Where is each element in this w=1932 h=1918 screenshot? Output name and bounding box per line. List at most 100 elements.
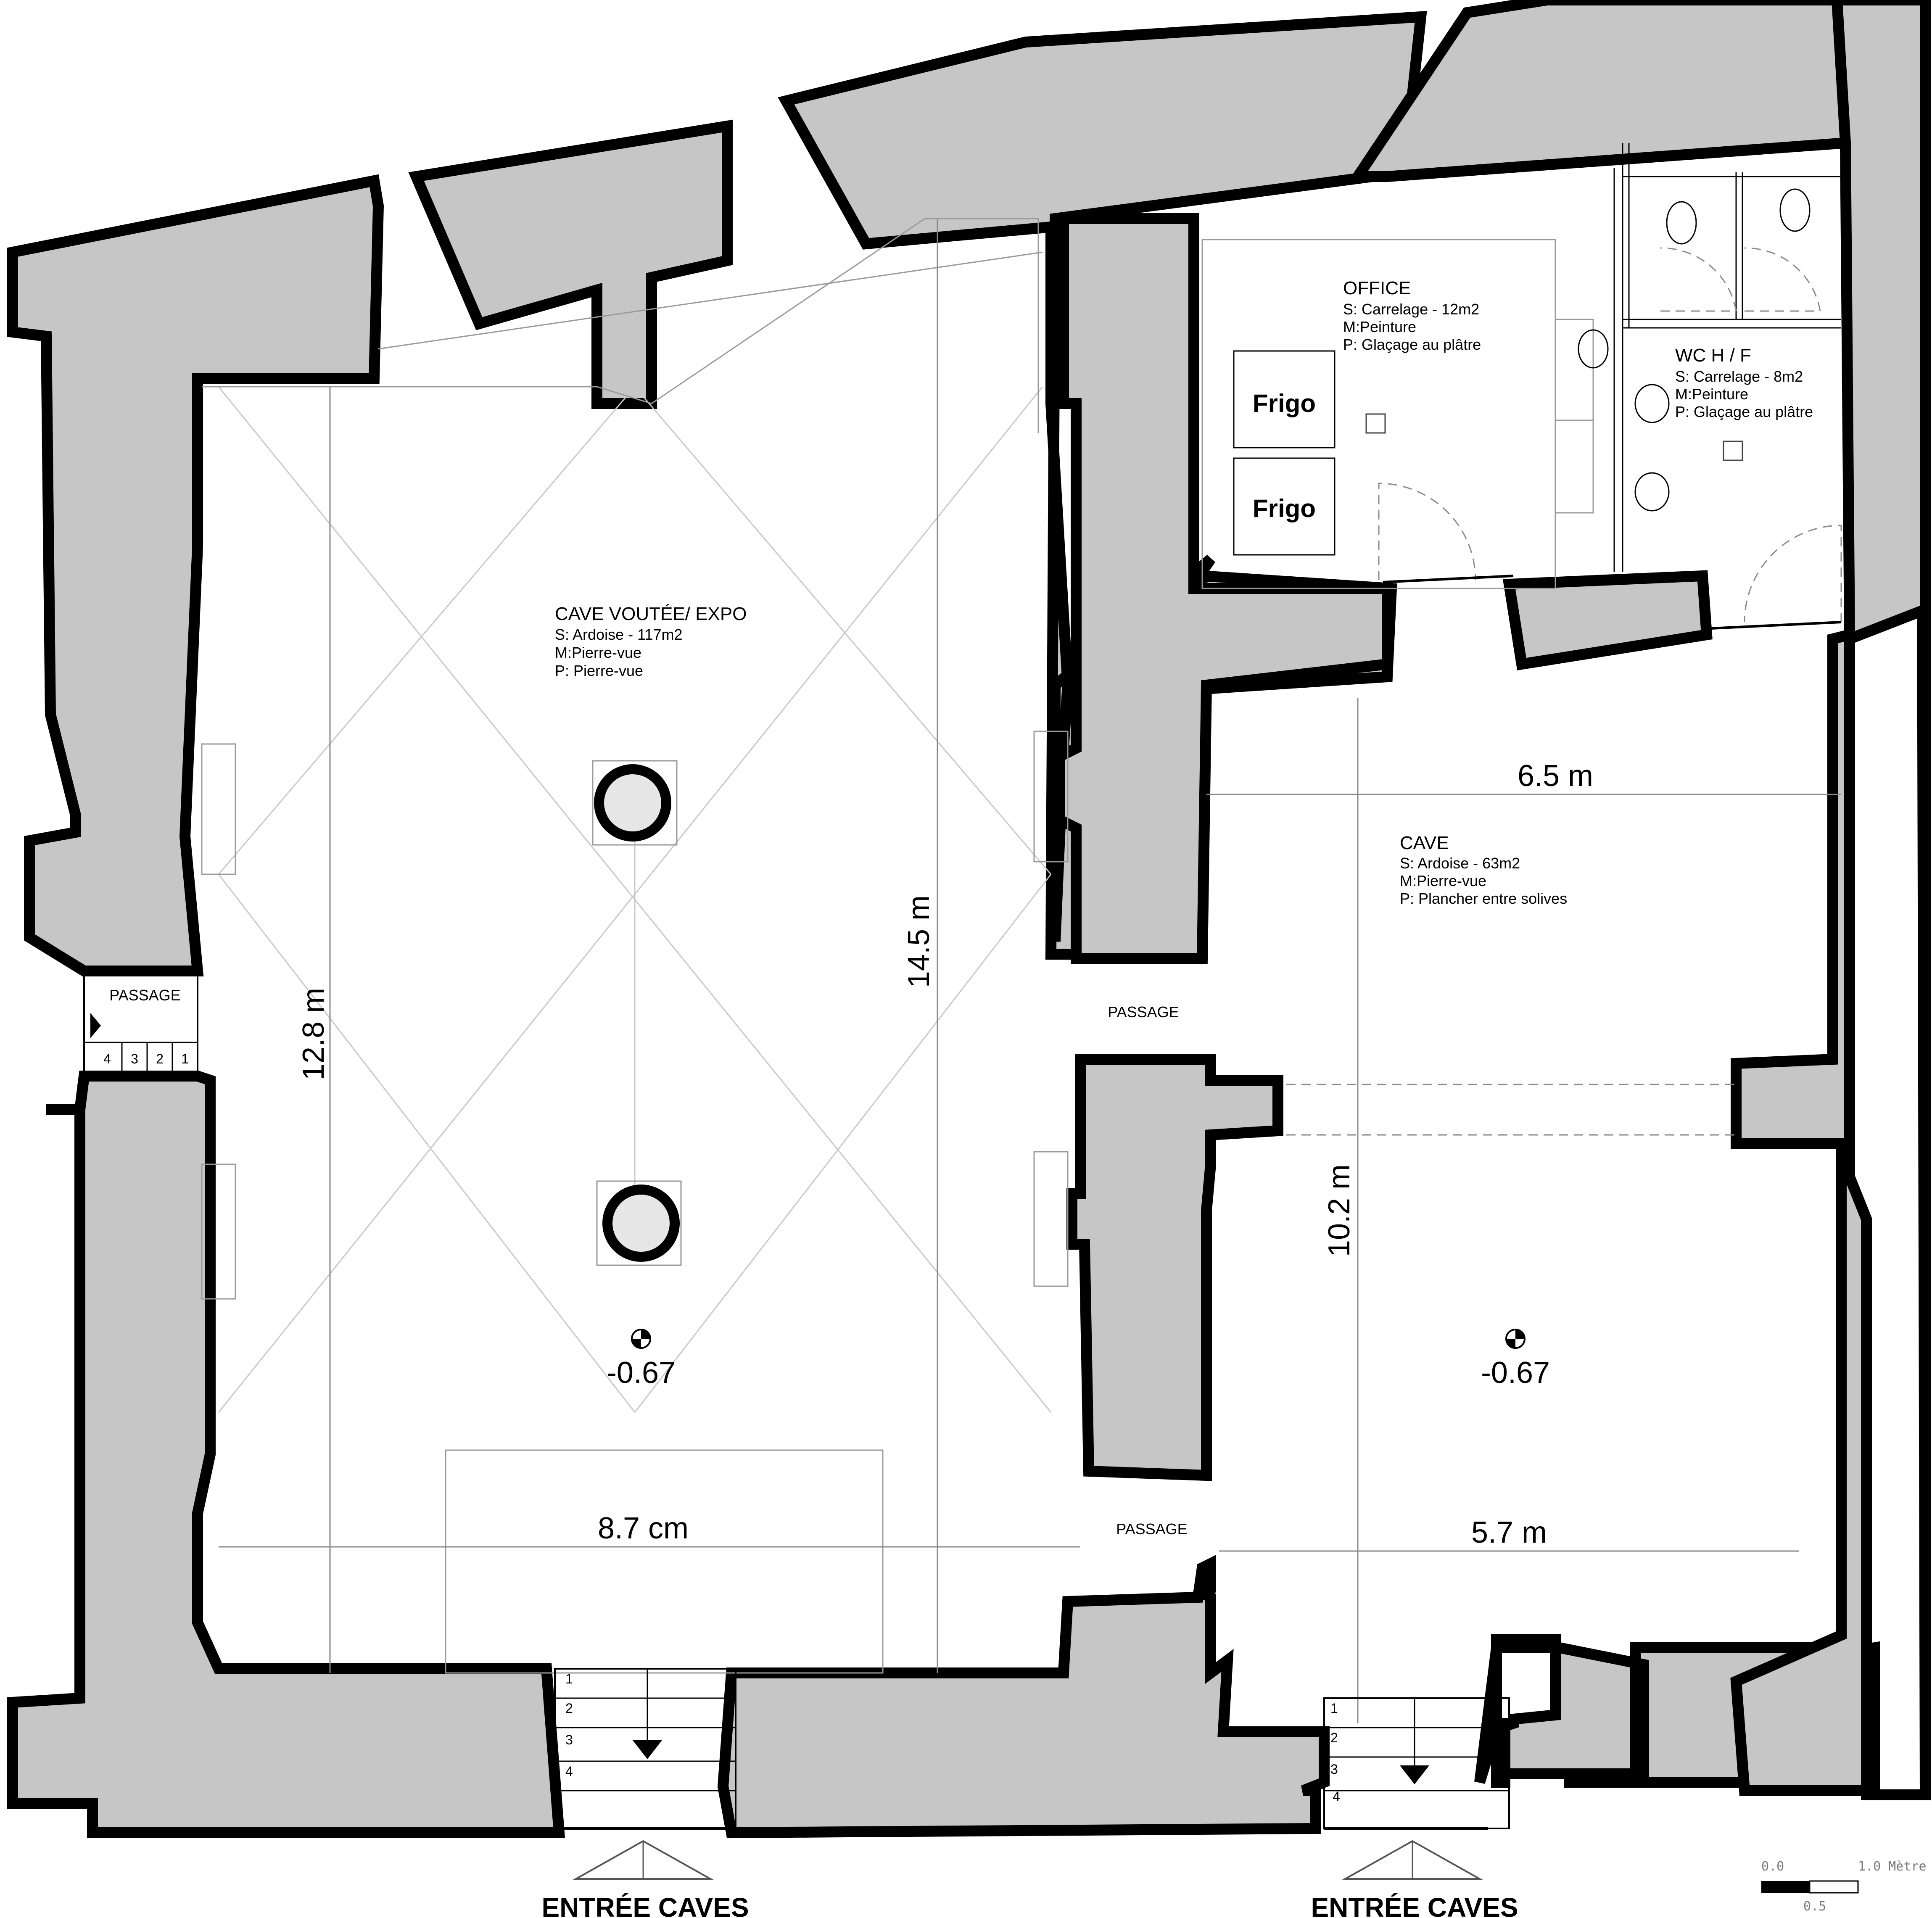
entry-markers: ENTRÉE CAVES ENTRÉE CAVES (541, 1840, 1518, 1918)
room-ceiling-wc: P: Glaçage au plâtre (1675, 403, 1813, 420)
window-sill (378, 251, 1043, 350)
vault-line (218, 386, 1043, 1413)
wall-central-pier (1066, 1054, 1283, 1481)
wall-top-right (1347, 0, 1931, 1800)
room-ceiling-cave: P: Plancher entre solives (1400, 890, 1567, 907)
room-floor-cave: S: Ardoise - 63m2 (1400, 855, 1520, 872)
dim-label-12-8: 12.8 m (297, 988, 330, 1080)
scale-segment-black (1761, 1881, 1810, 1893)
scale-segment-white (1809, 1880, 1859, 1894)
fridge-box (1233, 457, 1336, 556)
dim-label-6-5: 6.5 m (1518, 759, 1593, 793)
passage-label-middle-lower: PASSAGE (1116, 1520, 1187, 1538)
dim-label-14-5: 14.5 m (902, 895, 936, 988)
interior-lines (201, 143, 1841, 1674)
fridge-label-1: Frigo (1253, 389, 1316, 417)
stair-arrow-icon (633, 1740, 662, 1759)
level-marker-icon (632, 1330, 650, 1348)
niche (1033, 1151, 1069, 1287)
office-threshold (1383, 575, 1514, 583)
wc-stall-door (1744, 247, 1821, 312)
entry-stair-step-num: 2 (565, 1701, 573, 1716)
dimension-labels: 12.8 m 14.5 m 8.7 cm 6.5 m 5.7 m 10.2 m (297, 759, 1593, 1549)
sink-icon (1634, 472, 1670, 512)
fridge-label-2: Frigo (1253, 494, 1316, 522)
room-floor-wc: S: Carrelage - 8m2 (1675, 368, 1803, 385)
dim-label-10-2: 10.2 m (1322, 1164, 1356, 1257)
pillar-base (592, 760, 678, 846)
passage-label-middle-upper: PASSAGE (1108, 1003, 1179, 1021)
level-marker-icon (1506, 1330, 1525, 1348)
niche (201, 743, 236, 875)
vault-line (634, 874, 1052, 1413)
room-floor-cave-voutee: S: Ardoise - 117m2 (555, 626, 683, 643)
entry-stair-step-num: 4 (565, 1764, 573, 1779)
wall-bottom-middle (717, 1554, 1330, 1839)
wc-threshold (1710, 621, 1842, 630)
wall-wc-pier (1502, 570, 1713, 670)
passages: PASSAGE PASSAGE PASSAGE 4 3 2 1 (83, 974, 1188, 1538)
drain-icon (1365, 413, 1386, 434)
side-stair-step-num: 1 (181, 1051, 189, 1066)
passage-label-left: PASSAGE (109, 987, 180, 1004)
room-walls-cave: M:Pierre-vue (1400, 872, 1486, 889)
pillars (592, 760, 682, 1266)
entry-stairs: 1 2 3 4 1 2 3 4 (554, 1668, 1510, 1830)
niche (1033, 731, 1069, 863)
pillar-lower (602, 1185, 680, 1262)
wall-top-segment-2 (408, 119, 733, 409)
office-door-swing (1378, 483, 1476, 580)
vault-line (634, 386, 1052, 875)
wall-bottom-left (7, 1071, 565, 1838)
level-left: -0.67 (607, 1356, 676, 1390)
vault-line (218, 386, 636, 875)
entry-stair-step-num: 1 (1330, 1701, 1338, 1716)
fridge-box (1233, 350, 1336, 449)
wall-top-left (7, 174, 384, 976)
sink-icon (1634, 384, 1670, 423)
room-ceiling-cave-voutee: P: Pierre-vue (555, 662, 643, 679)
wc-door-swing (1744, 525, 1842, 623)
side-stair-step-num: 4 (103, 1051, 111, 1066)
level-markers: -0.67 -0.67 (607, 1329, 1550, 1390)
pillar-base (596, 1180, 682, 1266)
entry-stair-step-num: 2 (1330, 1730, 1338, 1745)
side-stair-step-num: 2 (156, 1051, 164, 1066)
entry-stair-step-num: 3 (1330, 1762, 1338, 1777)
room-title-office: OFFICE (1343, 278, 1411, 298)
dimension-lines (219, 219, 1841, 1723)
stair-arrow-icon (1400, 1765, 1429, 1784)
walls (7, 0, 1931, 1839)
entry-stair-step-num: 4 (1333, 1789, 1340, 1804)
fixtures (1365, 188, 1842, 630)
fridges: Frigo Frigo (1233, 350, 1336, 556)
wall-right-outer (1730, 0, 1931, 1796)
sink-icon (1578, 329, 1609, 369)
side-stair (83, 974, 198, 1073)
level-right: -0.67 (1481, 1356, 1550, 1390)
toilet-icon (1666, 201, 1697, 245)
room-walls-cave-voutee: M:Pierre-vue (555, 644, 641, 661)
room-walls-wc: M:Peinture (1675, 385, 1748, 403)
room-title-cave: CAVE (1400, 833, 1449, 853)
entry-stair-step-num: 3 (565, 1732, 573, 1747)
drain-icon (1723, 441, 1743, 461)
scale-label-zero: 0.0 (1761, 1859, 1784, 1874)
side-stair-step-num: 3 (131, 1051, 138, 1066)
pillar-upper (594, 764, 671, 842)
room-ceiling-office: P: Glaçage au plâtre (1343, 336, 1481, 353)
niche (201, 1163, 236, 1300)
room-title-cave-voutee: CAVE VOUTÉE/ EXPO (555, 604, 747, 624)
room-walls-office: M:Peinture (1343, 318, 1416, 335)
entry-label-left: ENTRÉE CAVES (541, 1892, 749, 1918)
scale-label-one: 1.0 Mètre (1858, 1859, 1927, 1874)
office-counter (1555, 319, 1594, 514)
wc-stall-door (1660, 247, 1737, 312)
scale-bar: 0.0 1.0 Mètre 0.5 (1761, 1859, 1927, 1914)
stair-arrow-icon (90, 1013, 101, 1038)
entry-stair-step-num: 1 (565, 1671, 573, 1686)
room-title-wc: WC H / F (1675, 345, 1751, 366)
toilet-icon (1779, 188, 1811, 232)
dim-label-5-7: 5.7 m (1471, 1516, 1547, 1549)
